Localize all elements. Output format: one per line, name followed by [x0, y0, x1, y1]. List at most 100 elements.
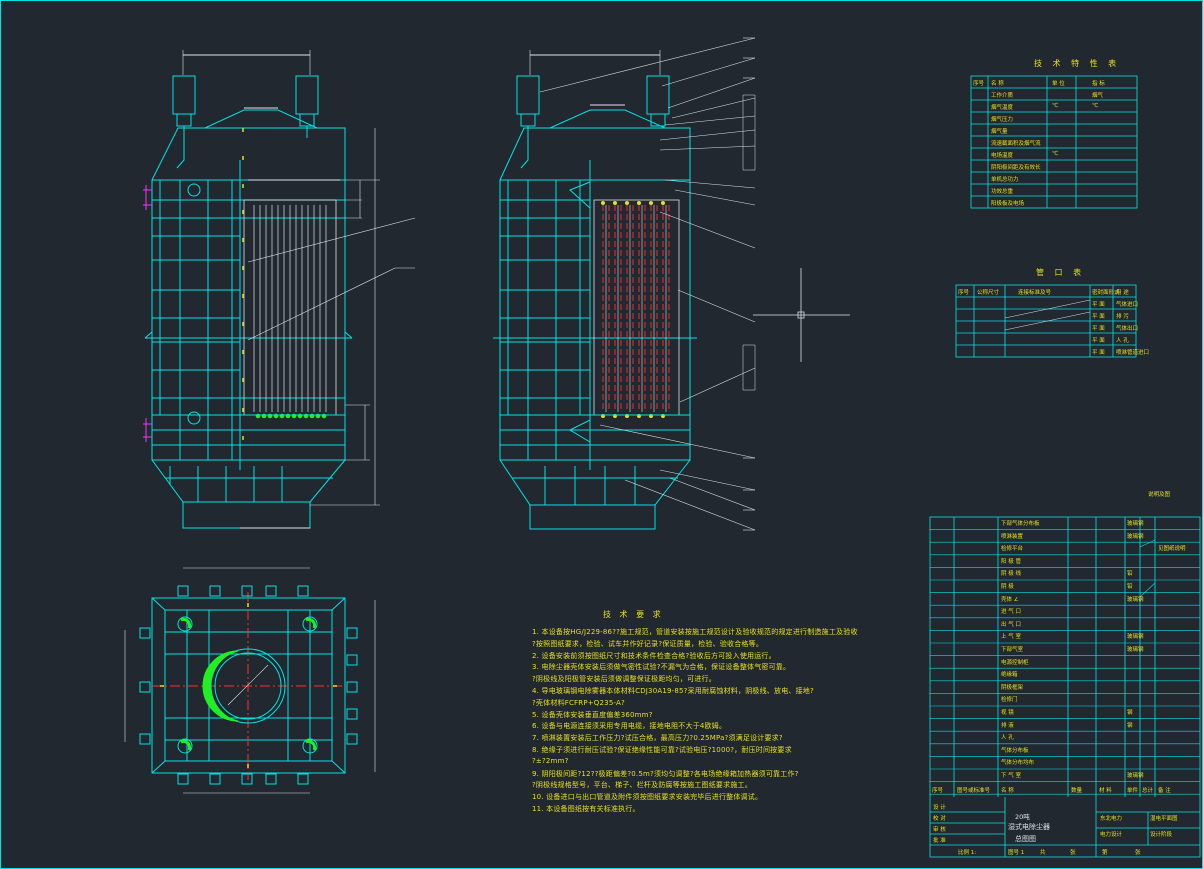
bom-cell: 下 气 室	[1001, 773, 1021, 779]
tech-table-cell: 烟气压力	[991, 117, 1014, 123]
tech-table-grid	[970, 75, 1138, 209]
bom-header: 图号或标准号	[957, 788, 991, 794]
bom-header: 备 注	[1158, 788, 1171, 794]
drawing-title-3: 总图图	[1015, 835, 1036, 843]
note-line: 6. 设备与电源连接须采用专用电缆，接地电阻不大于4欧姆。	[532, 722, 727, 731]
bom-cell: 人 孔	[1001, 735, 1014, 742]
note-line: ?阴极线及阳极管安装后须做调整保证极距均匀，可进行。	[532, 675, 716, 684]
bom-cell: 气体分布板	[1001, 747, 1029, 754]
note-line: 9. 阴阳极间距?12??极距偏差?0.5m?须均匀调整?各电场绝缘箱加热器须可…	[532, 769, 799, 778]
note-line: 3. 电除尘器壳体安装后须做气密性试验?不漏气为合格，保证设备整体气密可靠。	[532, 663, 791, 672]
bom-cell: 排 液	[1001, 722, 1014, 729]
bom-header: 数量	[1071, 788, 1083, 794]
bom-cell: 玻璃钢	[1127, 634, 1144, 641]
bom-cell: 铅	[1127, 571, 1133, 578]
bom-cell: 阳 极 管	[1001, 558, 1021, 565]
bom-cell: 出 气 口	[1001, 621, 1021, 628]
note-line: 4. 导电玻璃钢电除雾器本体材料CDJ30A19-85?采用耐腐蚀材料，阴极线、…	[532, 687, 814, 695]
signature-label: 审 核	[933, 827, 946, 833]
nozzle-table-title: 管 口 表	[1036, 268, 1086, 277]
section-elevation-view	[493, 37, 756, 531]
bom-cell: 钢	[1127, 722, 1133, 729]
nozzle-table-header: 用 途	[1116, 290, 1129, 296]
footer-cell: 张	[1135, 850, 1141, 856]
bom-cell: 检修平台	[1001, 546, 1024, 553]
nozzle-table-header: 密封面形式	[1092, 290, 1120, 296]
tech-table-cell: 烟气量	[991, 129, 1008, 135]
note-line: 10. 设备进口与出口管道及附件须按图纸要求安装完毕后进行整体调试。	[532, 793, 763, 802]
tech-table-cell: ℃	[1092, 103, 1099, 109]
title-right-top-1: 东北电力	[1100, 816, 1123, 822]
bom-cell: 下部气室	[1001, 647, 1024, 653]
plan-view	[124, 567, 376, 794]
notes-title: 技 术 要 求	[603, 610, 664, 619]
bom-cell: 下部气体分布板	[1001, 521, 1040, 527]
title-right-mid-2: 设计阶段	[1150, 832, 1173, 838]
tech-table-cell: 电场温度	[991, 153, 1014, 159]
note-line: 1. 本设备按HG/J229-86??施工规范，管道安装按施工规范设计及验收规范…	[532, 628, 858, 636]
cad-crosshair-icon	[753, 268, 850, 362]
nozzle-table-cell: 平 面	[1092, 326, 1105, 332]
title-right-top-2: 湿电平面图	[1150, 816, 1178, 822]
footer-cell: 张	[1070, 850, 1076, 856]
bom-cell: 喷淋装置	[1001, 533, 1024, 540]
note-line: ?±?2mm?	[532, 756, 569, 765]
note-line: 5. 设备壳体安装垂直度偏差360mm?	[532, 710, 653, 719]
nozzle-table-header: 公称尺寸	[977, 290, 1000, 296]
bom-cell: 阴极框架	[1001, 684, 1024, 691]
note-line: ?阴极线规格型号，平台、梯子、栏杆及防腐等按施工图纸要求施工。	[532, 781, 752, 790]
bom-cell: 检修门	[1001, 697, 1018, 704]
nozzle-table-grid	[955, 284, 1137, 358]
bom-cell: 钢	[1127, 710, 1133, 716]
tech-table-cell: 阴阳极间距及有效长	[991, 165, 1041, 171]
note-line: ?按照图纸要求，检验、试车并作好记录?保证质量，检验、验收合格等。	[532, 639, 764, 648]
bom-header: 材 料	[1099, 788, 1112, 794]
signature-label: 批 准	[933, 838, 946, 844]
tech-table-header: 名 称	[991, 81, 1004, 87]
bom-cell: 阴 极	[1001, 584, 1014, 590]
bom-cell: 绝缘箱	[1001, 672, 1018, 679]
bom-cell: 玻璃钢	[1127, 521, 1144, 527]
corner-note: 说明及图	[1148, 492, 1171, 498]
nozzle-table-cell: 气体出口	[1116, 326, 1139, 332]
bom-cell: 电源控制柜	[1001, 659, 1029, 666]
bom-cell: 气体分布均布	[1001, 760, 1035, 767]
bom-header: 单件	[1127, 788, 1139, 794]
nozzle-table-cell: 人 孔	[1116, 338, 1129, 344]
bom-cell: 玻璃钢	[1127, 596, 1144, 603]
bom-cell: 玻璃钢	[1127, 773, 1144, 779]
tech-table-header: 序号	[973, 81, 985, 87]
bom-header: 名 称	[1001, 788, 1014, 794]
tech-table-header: 单 位	[1052, 81, 1065, 87]
note-line: 8. 绝缘子须进行耐压试验?保证绝缘性能可靠?试验电压?1000?，耐压时间按要…	[532, 746, 792, 754]
note-line: 2. 设备安装前须按图纸尺寸和技术条件检查合格?验收后方可投入使用运行。	[532, 651, 776, 660]
tech-table-cell: ℃	[1052, 151, 1059, 157]
tech-table-cell: 工作介质	[991, 93, 1014, 99]
tech-table-cell: 烟气	[1092, 93, 1104, 99]
footer-cell: 共	[1040, 850, 1046, 856]
tech-table-cell: 功效总重	[991, 189, 1014, 195]
nozzle-table-cell: 平 面	[1092, 314, 1105, 320]
tech-table-title: 技 术 特 性 表	[1034, 59, 1121, 68]
tech-table-cell: ℃	[1052, 103, 1059, 109]
bom-cell: 视 镜	[1001, 710, 1014, 716]
nozzle-table-header: 连接标准及号	[1018, 290, 1052, 296]
bom-grid	[929, 516, 1201, 858]
signature-label: 设 计	[933, 805, 946, 811]
tech-table-header: 指 标	[1092, 81, 1105, 87]
note-line: 7. 喷淋装置安装后工作压力?试压合格，最高压力?0.25MPa?须满足设计要求…	[532, 734, 783, 743]
nozzle-table-header: 序号	[958, 290, 970, 296]
bom-header: 总计	[1142, 788, 1154, 794]
nozzle-table-cell: 喷淋管道进口	[1116, 350, 1150, 356]
note-line: ?壳体材料FCFRP+Q235-A?	[532, 698, 625, 707]
bom-cell: 上 气 室	[1001, 634, 1021, 641]
nozzle-table-cell: 平 面	[1092, 302, 1105, 308]
drawing-title-1: 20吨	[1015, 813, 1030, 821]
tech-table-cell: 阳极板及电场	[991, 201, 1025, 207]
bom-cell: 玻璃钢	[1127, 533, 1144, 540]
tech-table-cell: 流速截面积及烟气流	[991, 141, 1041, 147]
bom-header: 序号	[932, 788, 944, 794]
signature-label: 校 对	[933, 816, 946, 822]
bom-cell: 阴 极 线	[1001, 571, 1021, 578]
